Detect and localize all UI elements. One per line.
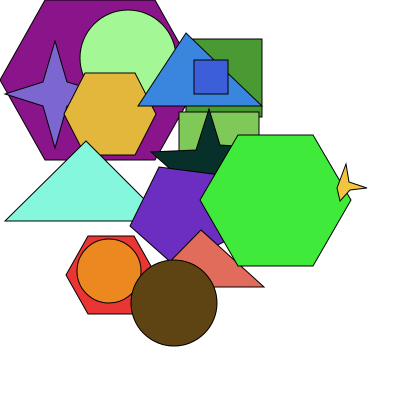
bright-green-hexagon [199,134,352,267]
yellow-small-star [336,162,368,203]
aquamarine-triangle [3,140,168,222]
royal-blue-small-square [193,59,229,95]
brown-circle [130,259,218,347]
orange-circle [76,238,142,304]
